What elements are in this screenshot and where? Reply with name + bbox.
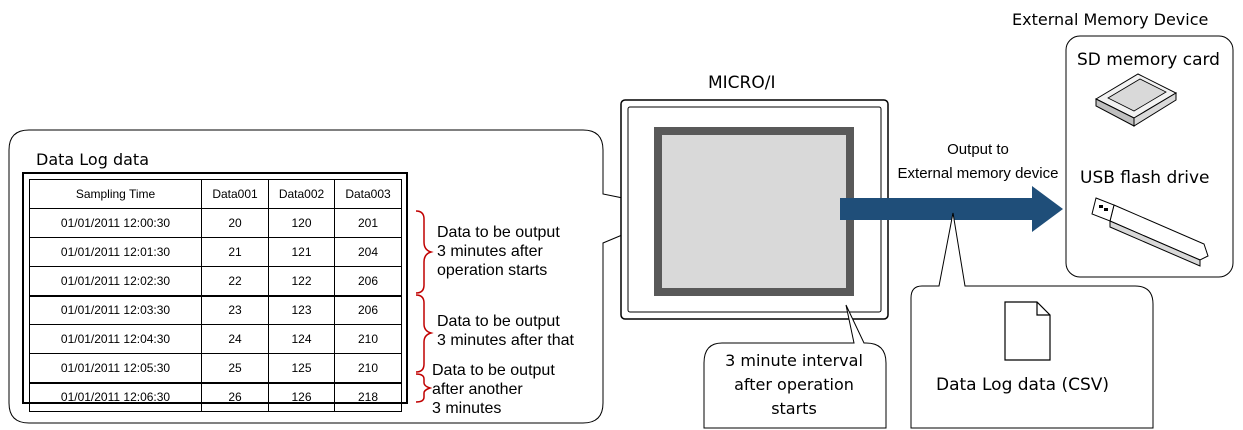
table-row: 01/01/2011 12:05:30 25 125 210 [29, 353, 402, 383]
column-header: Data002 [268, 179, 335, 209]
output-label: Output to External memory device [893, 138, 1063, 186]
table-cell: 01/01/2011 12:02:30 [29, 266, 202, 296]
table-cell: 206 [334, 294, 402, 325]
table-row: 01/01/2011 12:04:30 24 124 210 [29, 324, 402, 354]
table-cell: 21 [201, 237, 269, 267]
sd-card-icon [1094, 73, 1178, 127]
table-cell: 01/01/2011 12:03:30 [29, 294, 202, 325]
data-log-title: Data Log data [36, 150, 149, 169]
table-cell: 01/01/2011 12:01:30 [29, 237, 202, 267]
document-icon [1004, 301, 1051, 361]
table-row: 01/01/2011 12:00:30 20 120 201 [29, 208, 402, 238]
usb-drive-label: USB flash drive [1080, 168, 1210, 188]
table-header-row: Sampling Time Data001 Data002 Data003 [29, 179, 402, 209]
table-cell: 01/01/2011 12:00:30 [29, 208, 202, 238]
table-cell: 25 [201, 353, 269, 383]
table-row: 01/01/2011 12:02:30 22 122 206 [29, 266, 402, 296]
note-line: after another [432, 381, 523, 398]
note-line: 3 minutes after [437, 243, 543, 260]
table-cell: 218 [334, 381, 402, 412]
table-cell: 20 [201, 208, 269, 238]
output-label-line: Output to [947, 141, 1009, 158]
table-cell: 204 [334, 237, 402, 267]
interval-line: starts [771, 399, 817, 418]
output-arrow [840, 186, 1063, 232]
table-row: 01/01/2011 12:03:30 23 123 206 [29, 294, 402, 325]
interval-callout [703, 304, 887, 429]
table-cell: 122 [268, 266, 335, 296]
table-cell: 01/01/2011 12:04:30 [29, 324, 202, 354]
sd-card-label: SD memory card [1077, 50, 1220, 70]
table-cell: 01/01/2011 12:06:30 [29, 381, 202, 412]
note-first-output: Data to be output 3 minutes after operat… [437, 223, 560, 280]
csv-label: Data Log data (CSV) [936, 375, 1110, 395]
note-line: 3 minutes after that [437, 332, 574, 349]
table-cell: 201 [334, 208, 402, 238]
table-cell: 206 [334, 266, 402, 296]
table-cell: 23 [201, 294, 269, 325]
table-row: 01/01/2011 12:06:30 26 126 218 [29, 381, 402, 412]
table-cell: 210 [334, 353, 402, 383]
device-screen [654, 127, 854, 296]
table-cell: 124 [268, 324, 335, 354]
table-cell: 125 [268, 353, 335, 383]
usb-drive-icon [1091, 197, 1209, 267]
table-cell: 210 [334, 324, 402, 354]
note-third-output: Data to be output after another 3 minute… [432, 361, 555, 418]
note-second-output: Data to be output 3 minutes after that [437, 312, 574, 350]
table-cell: 24 [201, 324, 269, 354]
column-header: Data003 [334, 179, 402, 209]
brace-group-3 [415, 373, 433, 403]
note-line: Data to be output [437, 313, 560, 330]
interval-label: 3 minute interval after operation starts [703, 349, 885, 421]
table-cell: 01/01/2011 12:05:30 [29, 353, 202, 383]
table-cell: 22 [201, 266, 269, 296]
note-line: operation starts [437, 262, 548, 279]
brace-group-1 [415, 210, 434, 294]
table-row: 01/01/2011 12:01:30 21 121 204 [29, 237, 402, 267]
output-label-line: External memory device [897, 165, 1059, 182]
column-header: Data001 [201, 179, 269, 209]
table-cell: 120 [268, 208, 335, 238]
table-cell: 123 [268, 294, 335, 325]
table-cell: 26 [201, 381, 269, 412]
note-line: Data to be output [437, 224, 560, 241]
note-line: Data to be output [432, 362, 555, 379]
interval-line: 3 minute interval [725, 351, 863, 370]
data-log-table: Sampling Time Data001 Data002 Data003 01… [22, 172, 408, 412]
table-cell: 126 [268, 381, 335, 412]
device-label: MICRO/I [708, 73, 776, 93]
interval-line: after operation [734, 375, 854, 394]
brace-group-2 [415, 294, 434, 373]
external-memory-title: External Memory Device [1012, 10, 1209, 29]
column-header: Sampling Time [29, 179, 202, 209]
note-line: 3 minutes [432, 400, 502, 417]
table-cell: 121 [268, 237, 335, 267]
